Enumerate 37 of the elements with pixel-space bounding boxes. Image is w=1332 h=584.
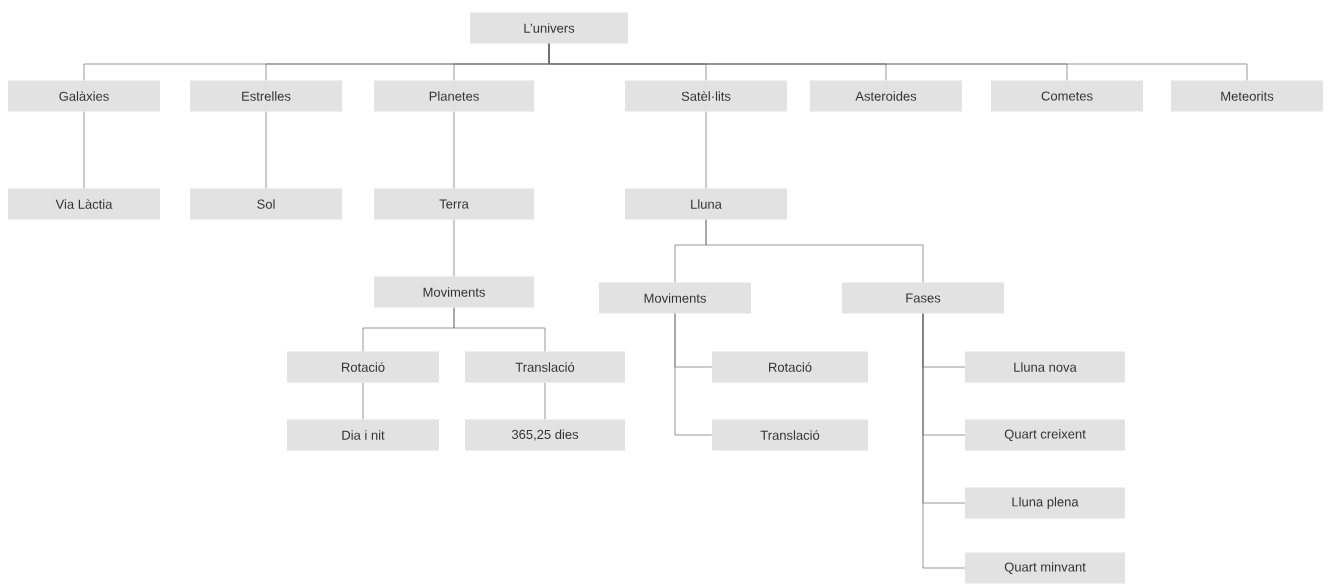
concept-box: Cometes — [991, 80, 1143, 112]
concept-box: Sol — [190, 188, 342, 220]
concept-box: Moviments — [374, 276, 534, 308]
connector-line — [453, 219, 455, 277]
concept-box: Terra — [374, 188, 534, 220]
concept-box: Dia i nit — [287, 419, 439, 451]
concept-box: Galàxies — [8, 80, 160, 112]
concept-box: Estrelles — [190, 80, 342, 112]
connector-line — [705, 219, 924, 283]
connector-line — [674, 313, 713, 436]
concept-box: Lluna — [625, 188, 787, 220]
connector-line — [362, 382, 364, 420]
concept-box: Translació — [465, 351, 625, 383]
concept-box: Asteroides — [810, 80, 962, 112]
connector-line — [453, 111, 455, 189]
connector-line — [705, 111, 707, 189]
concept-box: Planetes — [374, 80, 534, 112]
concept-box: Quart creixent — [965, 419, 1125, 451]
concept-box: Quart minvant — [965, 552, 1125, 584]
concept-box: Lluna plena — [965, 487, 1125, 519]
concept-box: Via Làctia — [8, 188, 160, 220]
concept-box: Rotació — [712, 351, 868, 383]
concept-box: L’univers — [470, 12, 628, 44]
connector-line — [83, 111, 85, 189]
concept-box: Translació — [712, 419, 868, 451]
concept-box: 365,25 dies — [465, 419, 625, 451]
connector-line — [265, 111, 267, 189]
concept-box: Meteorits — [1171, 80, 1323, 112]
connector-line — [544, 382, 546, 420]
concept-box: Fases — [842, 282, 1004, 314]
connector-line — [453, 307, 546, 352]
concept-box: Moviments — [599, 282, 751, 314]
concept-box: Satèl·lits — [625, 80, 787, 112]
concept-box: Lluna nova — [965, 351, 1125, 383]
connector-line — [922, 313, 966, 569]
connector-line — [548, 43, 1248, 81]
concept-box: Rotació — [287, 351, 439, 383]
